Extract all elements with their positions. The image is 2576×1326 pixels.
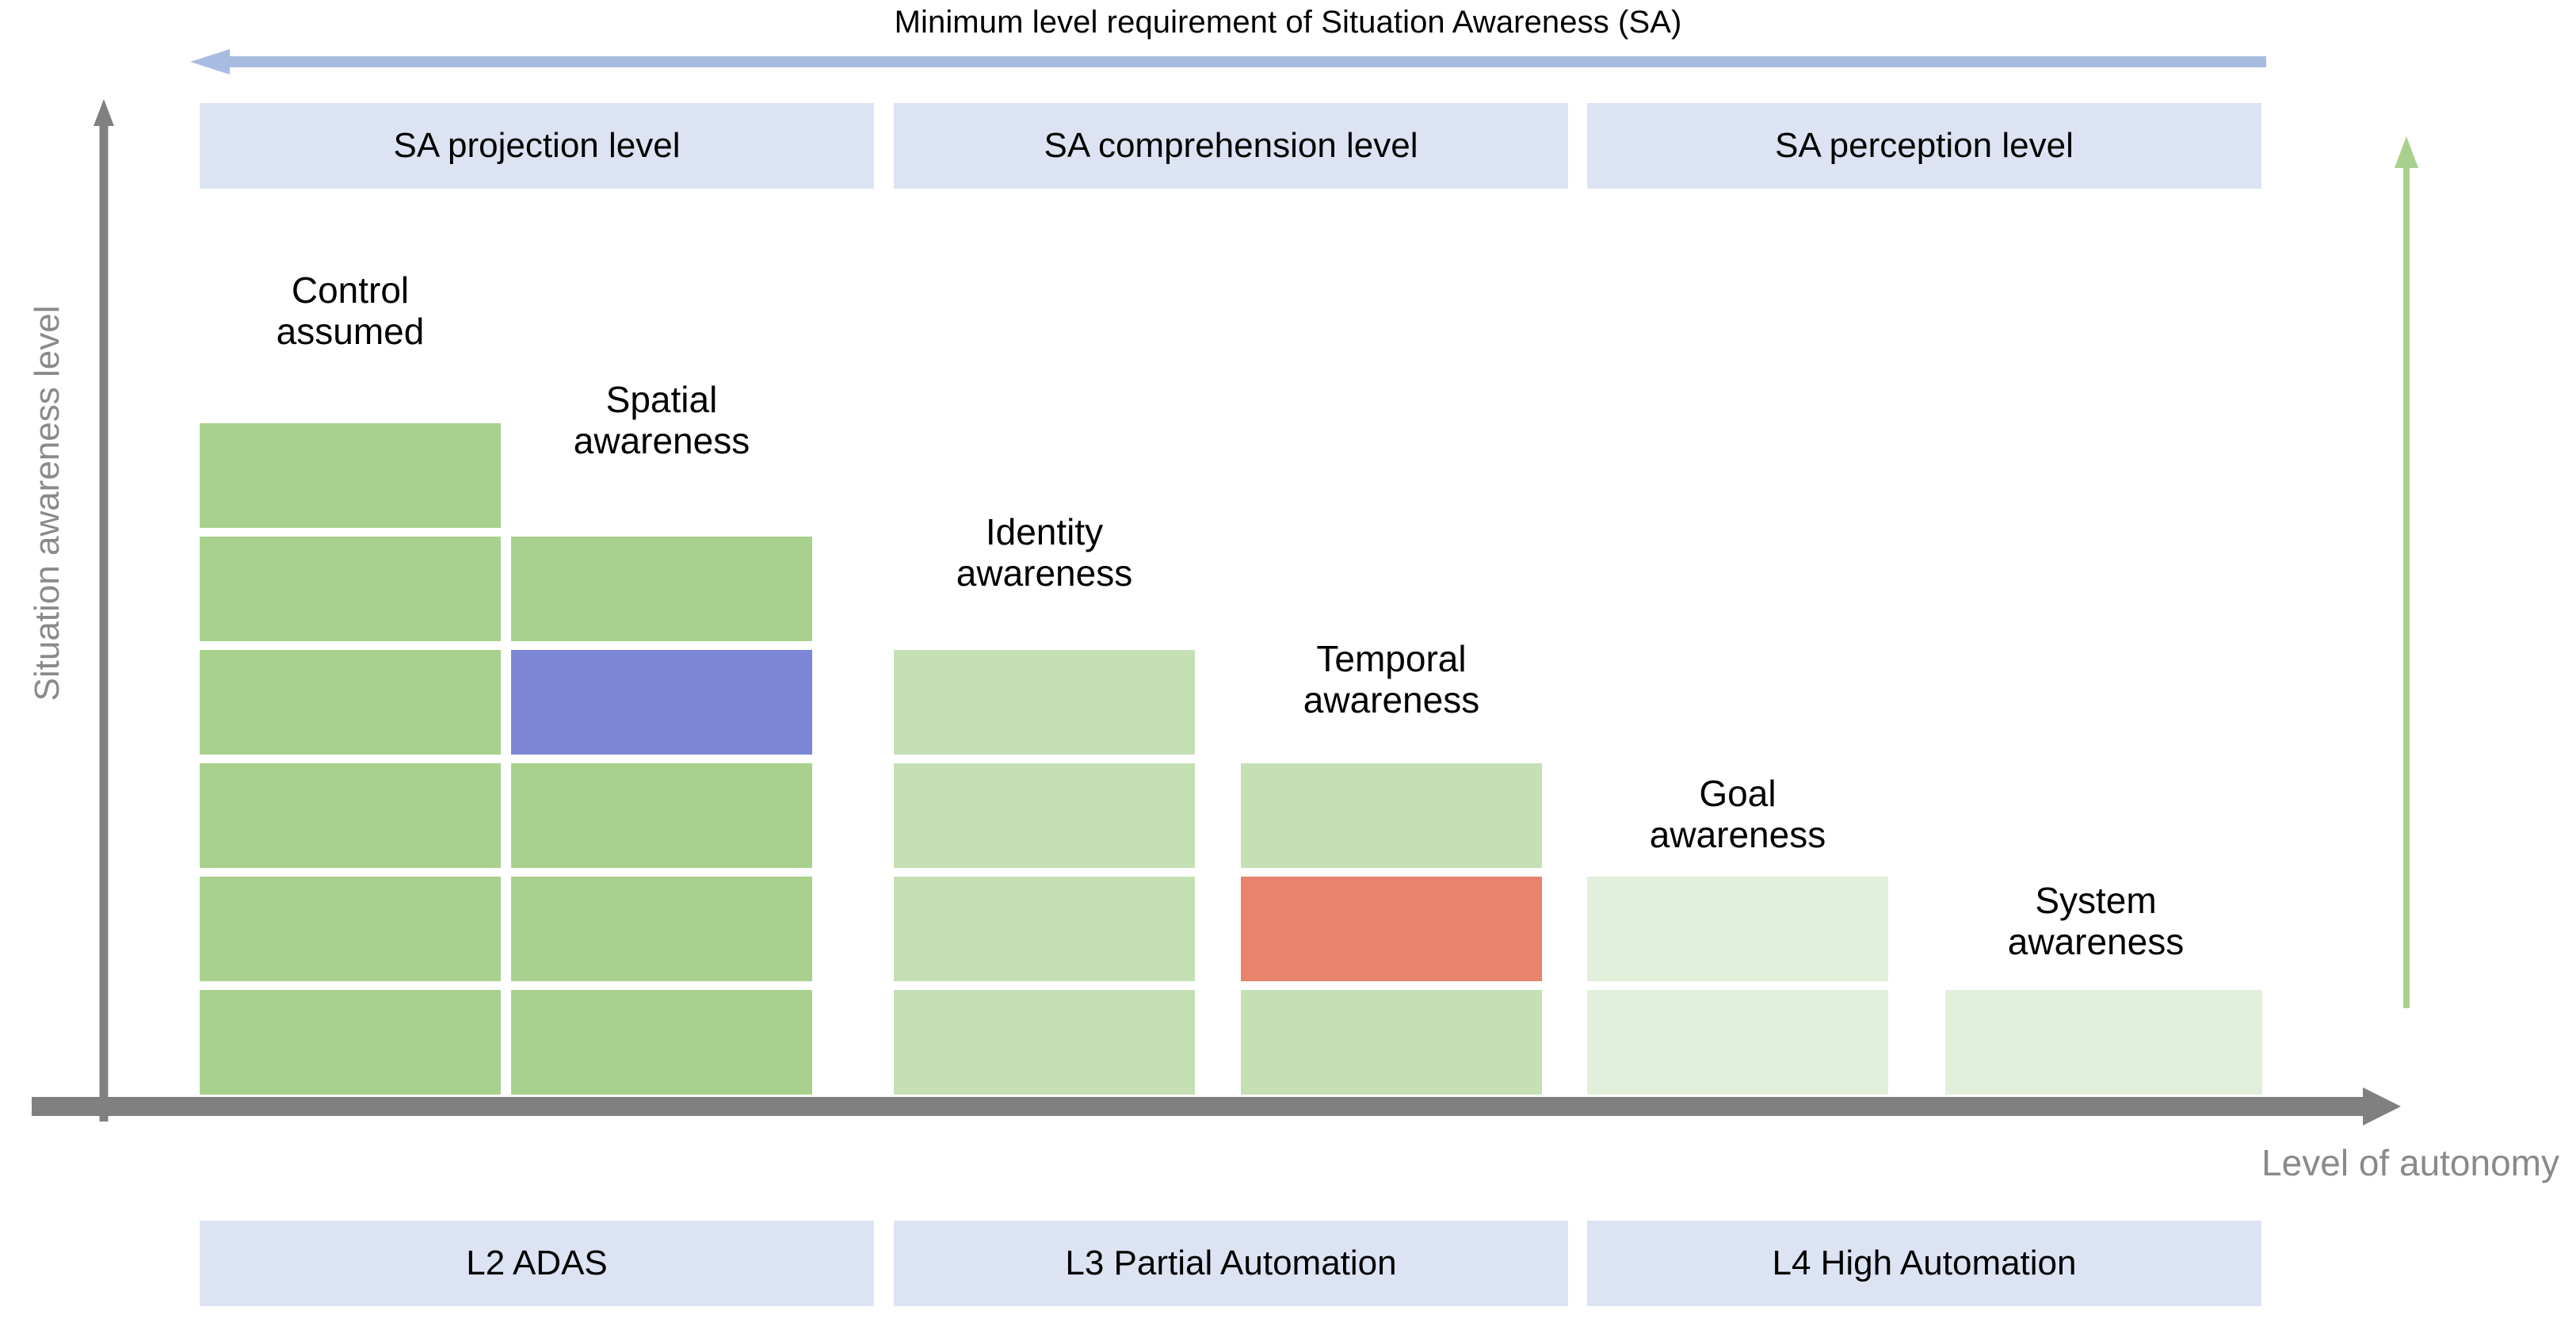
bar-segment[interactable] xyxy=(1945,990,2262,1095)
bar-segment[interactable] xyxy=(511,537,812,641)
bar-segment[interactable] xyxy=(200,650,501,755)
bar-column-label-5: Goal awareness xyxy=(1649,773,1826,856)
bar-segment[interactable] xyxy=(894,877,1195,981)
bar-segment[interactable] xyxy=(200,423,501,528)
bar-segment[interactable] xyxy=(511,990,812,1095)
bar-segment[interactable] xyxy=(200,877,501,981)
sa-level-box-comprehension[interactable]: SA comprehension level xyxy=(894,103,1568,189)
bar-column-label-1: Control assumed xyxy=(276,269,425,353)
minimum-sa-requirement-arrow xyxy=(190,48,2266,76)
x-axis-arrow xyxy=(32,1083,2401,1130)
sa-level-label: SA perception level xyxy=(1775,126,2074,165)
bar-column-label-3: Identity awareness xyxy=(956,511,1133,594)
automation-level-label: L4 High Automation xyxy=(1772,1244,2077,1282)
bar-column-2[interactable] xyxy=(511,537,812,1095)
bar-segment[interactable] xyxy=(1241,990,1542,1095)
automation-level-label: L3 Partial Automation xyxy=(1065,1244,1397,1282)
bar-segment[interactable] xyxy=(200,763,501,868)
bar-segment[interactable] xyxy=(894,990,1195,1095)
required-components-arrow xyxy=(2395,136,2418,1008)
bar-column-5[interactable] xyxy=(1587,877,1888,1095)
automation-level-box-l4[interactable]: L4 High Automation xyxy=(1587,1221,2261,1306)
sa-level-box-perception[interactable]: SA perception level xyxy=(1587,103,2261,189)
bar-column-1[interactable] xyxy=(200,423,501,1095)
bar-segment-highlight[interactable] xyxy=(511,650,812,755)
automation-level-label: L2 ADAS xyxy=(466,1244,608,1282)
bar-segment[interactable] xyxy=(1587,990,1888,1095)
bar-segment-highlight[interactable] xyxy=(1241,877,1542,981)
bar-segment[interactable] xyxy=(1241,763,1542,868)
bar-segment[interactable] xyxy=(200,537,501,641)
bar-segment[interactable] xyxy=(1587,877,1888,981)
y-axis-arrow xyxy=(93,99,114,1122)
bar-segment[interactable] xyxy=(511,877,812,981)
sa-level-box-projection[interactable]: SA projection level xyxy=(200,103,874,189)
bar-segment[interactable] xyxy=(894,650,1195,755)
bar-segment[interactable] xyxy=(200,990,501,1095)
sa-level-label: SA comprehension level xyxy=(1044,126,1418,165)
bar-column-6[interactable] xyxy=(1945,990,2262,1095)
bar-column-4[interactable] xyxy=(1241,763,1542,1095)
bar-segment[interactable] xyxy=(894,763,1195,868)
sa-level-label: SA projection level xyxy=(393,126,681,165)
x-axis-label: Level of autonomy xyxy=(2261,1142,2559,1183)
automation-level-box-l3[interactable]: L3 Partial Automation xyxy=(894,1221,1568,1306)
bar-column-3[interactable] xyxy=(894,650,1195,1095)
bar-segment[interactable] xyxy=(511,763,812,868)
top-caption: Minimum level requirement of Situation A… xyxy=(894,5,1682,40)
bar-column-label-6: System awareness xyxy=(2007,880,2185,963)
automation-level-box-l2[interactable]: L2 ADAS xyxy=(200,1221,874,1306)
bar-column-label-2: Spatial awareness xyxy=(573,379,750,462)
bar-column-label-4: Temporal awareness xyxy=(1303,638,1480,721)
